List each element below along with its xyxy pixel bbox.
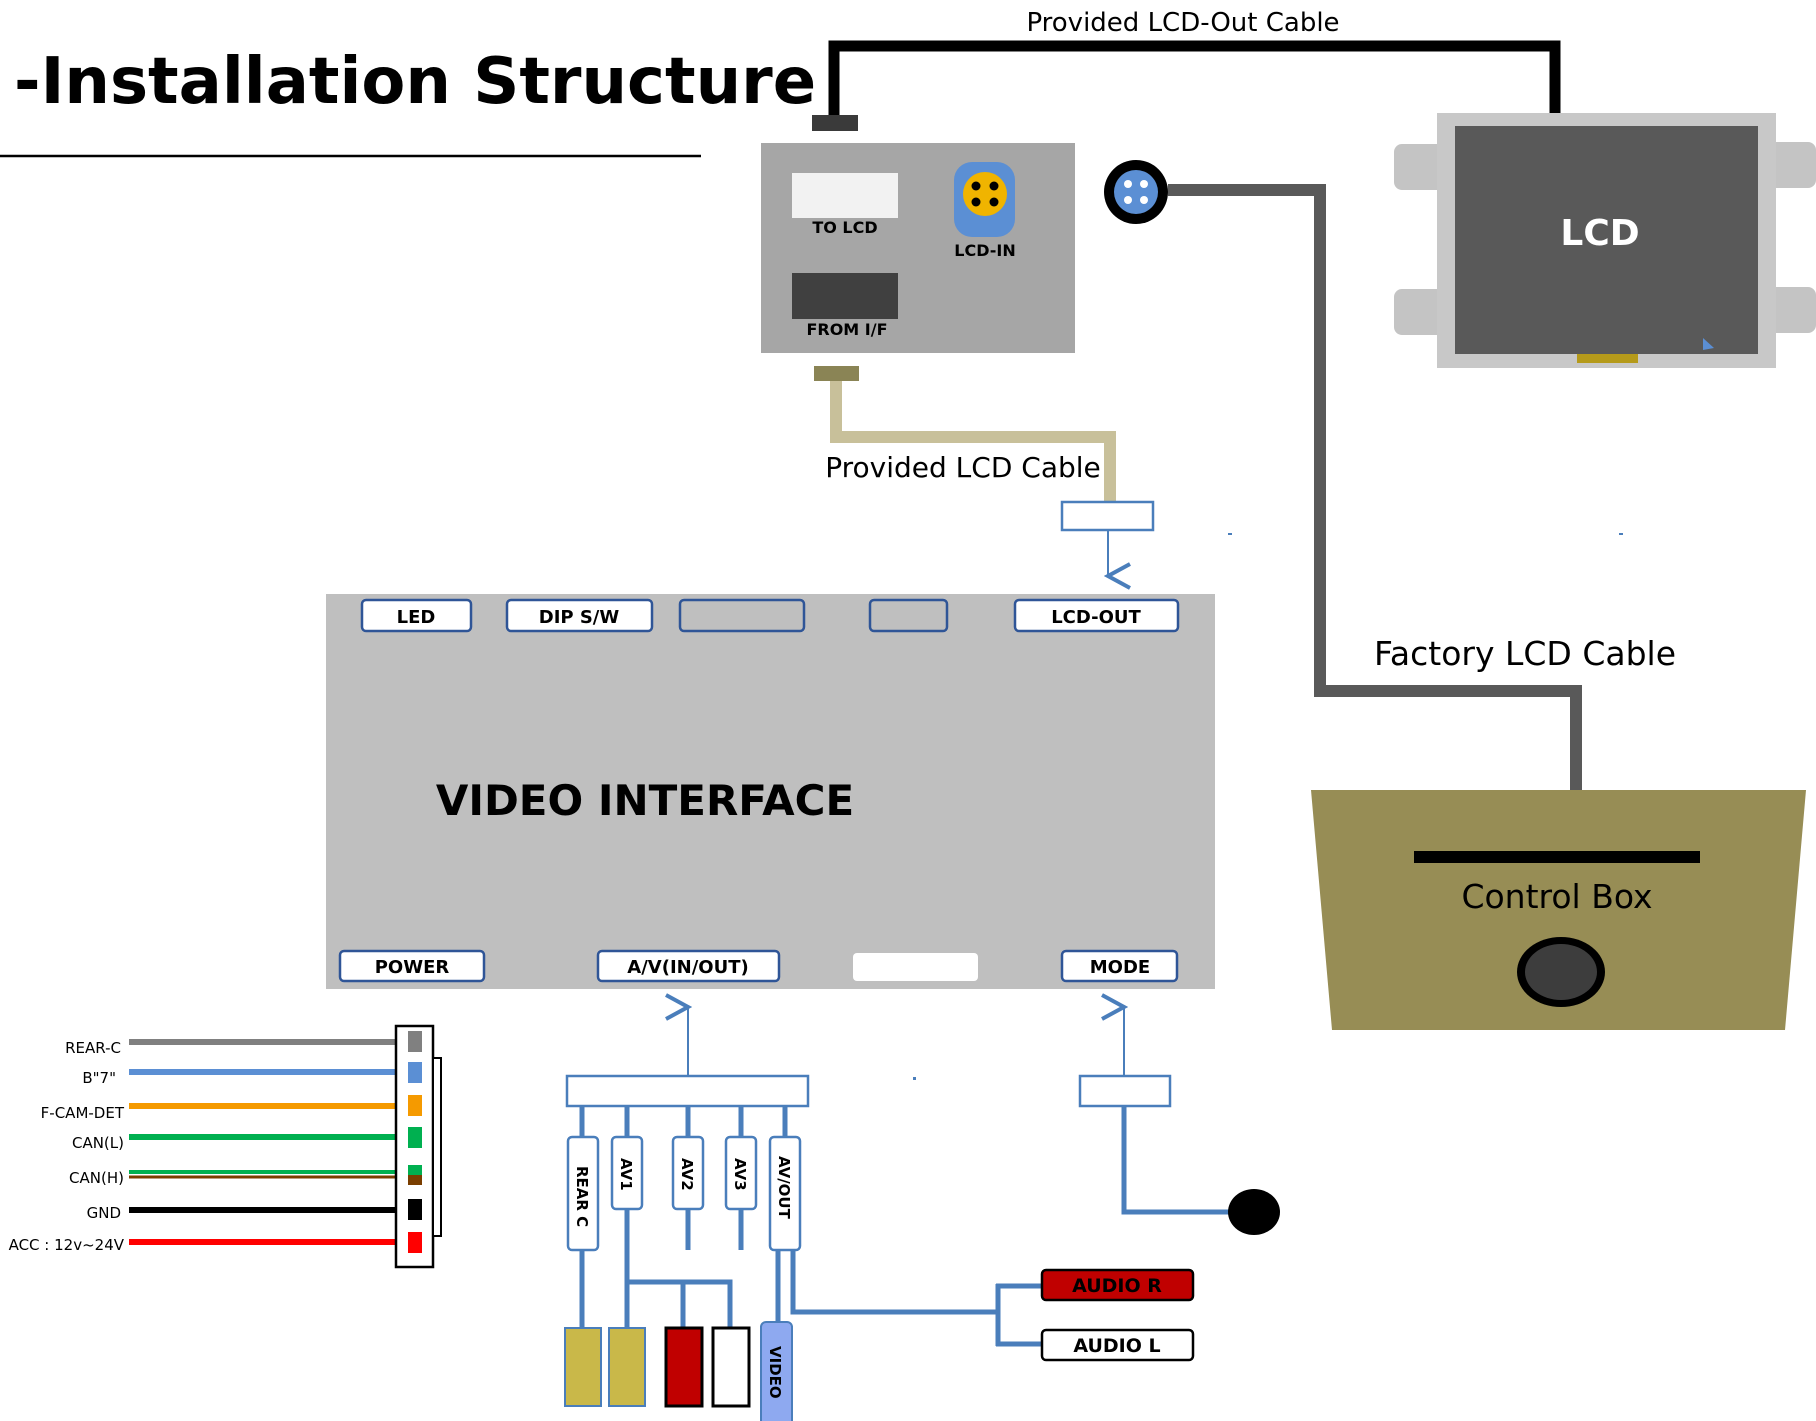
bottom-port-blank — [853, 953, 978, 981]
svg-text:AUDIO R: AUDIO R — [1072, 1275, 1162, 1297]
from-if-label: FROM I/F — [806, 320, 887, 339]
control-box-label: Control Box — [1461, 877, 1652, 916]
svg-text:POWER: POWER — [375, 957, 450, 978]
lcd-cable — [830, 381, 1116, 502]
svg-text:F-CAM-DET: F-CAM-DET — [41, 1104, 125, 1122]
lcd-cable-plug — [814, 366, 859, 381]
svg-text:B"7": B"7" — [82, 1069, 116, 1087]
page-title: -Installation Structure — [14, 45, 816, 119]
svg-text:AV2: AV2 — [678, 1158, 696, 1191]
audio-r-connector: AUDIO R — [1040, 1268, 1195, 1302]
svg-text:REAR C: REAR C — [573, 1166, 591, 1227]
av-wire-av3: AV3 — [724, 1106, 758, 1250]
bottom-port-mode: MODE — [1060, 949, 1179, 983]
factory-lcd-cable-label: Factory LCD Cable — [1374, 634, 1676, 673]
svg-text:AV/OUT: AV/OUT — [775, 1156, 793, 1220]
audio-l-connector: AUDIO L — [1040, 1328, 1195, 1362]
bottom-port-power: POWER — [338, 949, 486, 983]
from-if-port — [792, 273, 898, 319]
lcd-out-cable-plug — [812, 115, 858, 131]
stray-dot-3 — [1619, 533, 1623, 535]
round-connector-icon — [1104, 160, 1168, 224]
to-lcd-port — [792, 173, 898, 218]
av-wire-av-out: AV/OUT — [768, 1106, 1042, 1347]
power-wire-rear-c: REAR-C — [65, 1039, 403, 1057]
power-wire-gnd: GND — [87, 1204, 403, 1222]
lcd-cable-connector — [1060, 500, 1155, 532]
mode-wire — [1121, 1106, 1235, 1215]
av-bus-connector — [565, 1074, 810, 1108]
av-wire-av1: AV1 — [610, 1106, 733, 1328]
power-wire-f-cam-det: F-CAM-DET — [41, 1103, 403, 1122]
top-port-blank-2 — [868, 598, 949, 633]
stray-dot-1 — [913, 1077, 916, 1080]
power-wire-acc: ACC : 12v~24V — [9, 1236, 403, 1254]
control-box — [1311, 790, 1806, 1030]
stray-dot-2 — [1228, 533, 1232, 535]
lcd-cable-label: Provided LCD Cable — [825, 451, 1101, 484]
to-lcd-label: TO LCD — [812, 218, 877, 237]
av-wire-av2: AV2 — [671, 1106, 705, 1250]
svg-text:AV1: AV1 — [617, 1158, 635, 1191]
lcd-label: LCD — [1560, 213, 1639, 254]
svg-text:A/V(IN/OUT): A/V(IN/OUT) — [627, 957, 748, 978]
top-port-lcd-out: LCD-OUT — [1013, 598, 1180, 633]
lcd-in-label: LCD-IN — [954, 241, 1016, 260]
svg-text:VIDEO: VIDEO — [766, 1346, 784, 1399]
svg-text:MODE: MODE — [1090, 957, 1150, 978]
svg-text:CAN(L): CAN(L) — [72, 1134, 124, 1152]
factory-lcd-cable — [1168, 184, 1582, 790]
rca-plug-rear-c — [564, 1327, 602, 1407]
video-interface-label: VIDEO INTERFACE — [436, 776, 854, 825]
lcd-in-connector-icon — [954, 162, 1015, 237]
rca-plug-av1-video — [608, 1327, 646, 1407]
rca-plug-av1-audio-l — [711, 1326, 751, 1408]
top-port-led: LED — [360, 598, 473, 633]
power-connector — [394, 1024, 442, 1269]
video-out-plug: VIDEO — [760, 1321, 793, 1421]
svg-text:DIP S/W: DIP S/W — [539, 607, 620, 628]
av-wire-rear-c: REAR C — [566, 1106, 600, 1328]
power-wire-can-l: CAN(L) — [72, 1134, 403, 1152]
power-wire-can-h: CAN(H) — [69, 1169, 403, 1187]
svg-text:AUDIO L: AUDIO L — [1073, 1335, 1160, 1357]
svg-text:LCD-OUT: LCD-OUT — [1051, 607, 1141, 628]
svg-text:AV3: AV3 — [731, 1158, 749, 1191]
rca-plug-av1-audio-r — [664, 1326, 704, 1408]
lcd-out-cable — [828, 40, 1561, 118]
svg-text:CAN(H): CAN(H) — [69, 1169, 124, 1187]
video-interface-box — [326, 594, 1215, 989]
lcd-out-cable-label: Provided LCD-Out Cable — [1026, 8, 1339, 38]
svg-text:LED: LED — [397, 607, 436, 628]
power-wire-b7: B"7" — [82, 1069, 403, 1087]
mode-button-icon — [1228, 1189, 1280, 1235]
top-port-blank-1 — [678, 598, 806, 633]
svg-text:ACC : 12v~24V: ACC : 12v~24V — [9, 1236, 125, 1254]
bottom-port-av-in-out: A/V(IN/OUT) — [596, 949, 781, 983]
lcd-unit — [1394, 113, 1816, 368]
top-port-dip-switch: DIP S/W — [505, 598, 654, 633]
svg-text:REAR-C: REAR-C — [65, 1039, 121, 1057]
svg-text:GND: GND — [87, 1204, 121, 1222]
mode-connector — [1078, 1074, 1172, 1108]
